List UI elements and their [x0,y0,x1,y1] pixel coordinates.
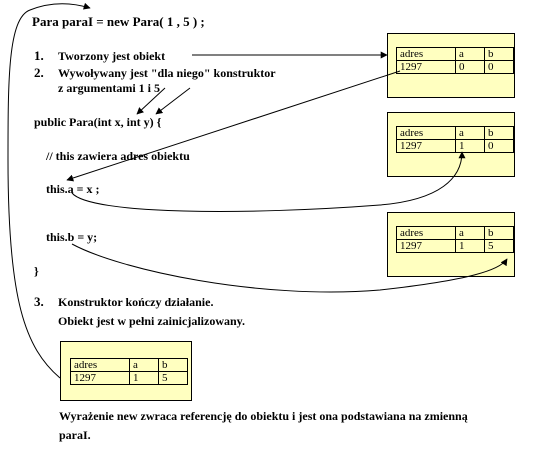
value-cell-adres: 1297 [396,60,456,74]
object-box-initial: adres a b 1297 0 0 [387,33,515,98]
step-3-continuation: Obiekt jest w pełni zainicjalizowany. [58,314,245,328]
object-table: adres a b 1297 1 5 [396,226,514,253]
value-cell-b: 0 [484,60,514,74]
step-2-text: Wywoływany jest "dla niego" konstruktor [58,66,276,80]
arg-5-arrow [155,87,191,115]
footer-line-2: paraI. [59,428,91,442]
step-2-args-text: z argumentami 1 i 5 [58,81,160,95]
step-1-text: Tworzony jest obiekt [58,49,166,63]
value-cell-a: 0 [455,60,485,74]
object-table: adres a b 1297 0 0 [396,47,514,74]
value-cell-b: 5 [158,371,188,385]
object-box-final: adres a b 1297 1 5 [60,341,192,401]
step-3-number: 3. [34,294,44,309]
step-3-text: Konstruktor kończy działanie. [58,295,214,309]
object-table: adres a b 1297 1 0 [396,126,514,153]
step-2-number: 2. [34,65,44,80]
object-box-after-b: adres a b 1297 1 5 [387,212,515,277]
value-cell-b: 0 [484,139,514,153]
value-cell-a: 1 [129,371,159,385]
step-1-number: 1. [34,48,44,63]
footer-line-1: Wyrażenie new zwraca referencję do obiek… [59,409,468,423]
header-code-line: Para paraI = new Para( 1 , 5 ) ; [32,14,205,29]
value-cell-adres: 1297 [70,371,130,385]
assign-a-line: this.a = x ; [46,182,100,196]
object-box-after-a: adres a b 1297 1 0 [387,112,515,177]
object-table: adres a b 1297 1 5 [70,358,188,385]
assign-b-arrow [71,243,508,293]
this-reference-arrow [66,70,401,182]
header-cell-b: b [484,126,514,140]
arg-1-arrow [136,87,166,115]
value-cell-b: 5 [484,239,514,253]
closing-brace: } [34,264,39,278]
header-cell-adres: adres [396,226,456,240]
code-comment: // this zawiera adres obiektu [46,149,190,163]
value-cell-adres: 1297 [396,239,456,253]
assign-b-line: this.b = y; [46,230,98,244]
value-cell-adres: 1297 [396,139,456,153]
assign-a-arrow [71,151,466,212]
value-cell-a: 1 [455,239,485,253]
constructor-signature: public Para(int x, int y) { [34,115,162,129]
return-reference-arrow [7,2,91,379]
